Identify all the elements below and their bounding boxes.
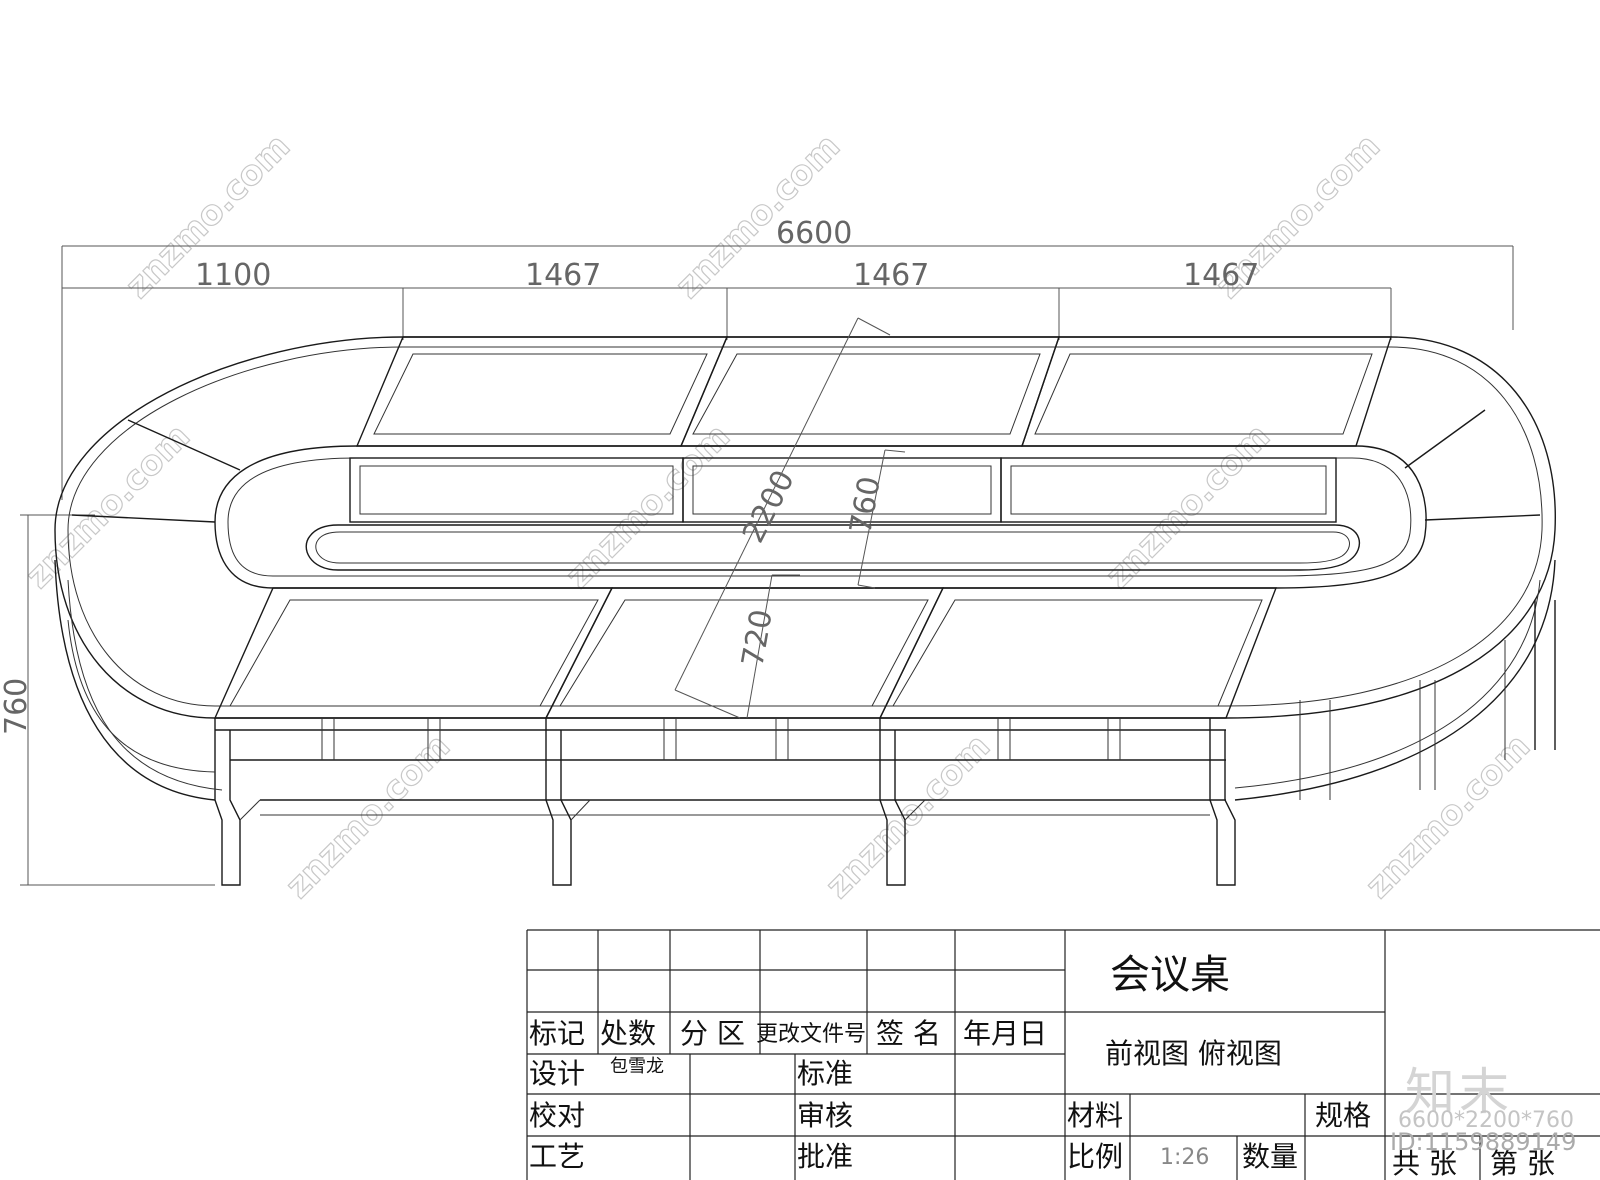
top-row-panels (355, 336, 1392, 447)
header-zone: 分 区 (680, 1017, 745, 1050)
scale-label: 比例 (1067, 1140, 1124, 1173)
end-cap-dividers (71, 409, 1541, 523)
brand-spec: 6600*2200*760 (1398, 1108, 1574, 1133)
segment-1-dimension: 1467 (525, 258, 601, 293)
header-change-doc: 更改文件号 (756, 1022, 867, 1047)
end-segment-dimension: 1100 (195, 258, 271, 293)
header-date: 年月日 (963, 1017, 1048, 1050)
quantity-label: 数量 (1242, 1140, 1299, 1173)
depth-dimension: 2200 (736, 465, 802, 549)
header-signature: 签 名 (876, 1017, 941, 1050)
watermark-text: znzmo.com (18, 416, 198, 596)
row-design-label: 设计 (529, 1057, 586, 1090)
segment-2-dimension: 1467 (853, 258, 929, 293)
sheet-number: 第 张 (1490, 1147, 1555, 1180)
watermark-text: znzmo.com (278, 726, 458, 906)
material-label: 材料 (1067, 1099, 1124, 1132)
inner-width-dimension: 760 (843, 474, 887, 536)
row-review-label: 审核 (797, 1099, 854, 1132)
drawing-title: 会议桌 (1110, 952, 1230, 998)
scale-value: 1:26 (1160, 1145, 1210, 1170)
table-top-outline (54, 336, 1556, 719)
table-height-dimension: 720 (735, 607, 779, 669)
header-count: 处数 (600, 1017, 657, 1050)
spec-label: 规格 (1315, 1099, 1372, 1132)
middle-rail-panels (349, 457, 1337, 523)
brand-logo: 知末 (1405, 1063, 1513, 1121)
side-height-dimension: 760 (0, 678, 34, 735)
row-check-label: 校对 (529, 1099, 586, 1132)
designer-name: 包雪龙 (610, 1056, 664, 1077)
sheets-total: 共 张 (1392, 1147, 1457, 1180)
header-mark: 标记 (529, 1017, 586, 1050)
segment-3-dimension: 1467 (1183, 258, 1259, 293)
row-standard-label: 标准 (797, 1057, 854, 1090)
dimension-left: 760 (0, 514, 215, 886)
row-process-label: 工艺 (529, 1140, 586, 1173)
view-names: 前视图 俯视图 (1105, 1037, 1282, 1070)
watermark-text: znzmo.com (1358, 726, 1538, 906)
dimension-top: 6600 1100 1467 1467 1467 (61, 216, 1514, 500)
row-approve-label: 批准 (797, 1140, 854, 1173)
title-block-grid (526, 929, 1600, 1180)
brand-id: ID:1159889149 (1390, 1128, 1577, 1156)
front-view-base (54, 559, 1556, 886)
overall-length-dimension: 6600 (776, 216, 852, 251)
